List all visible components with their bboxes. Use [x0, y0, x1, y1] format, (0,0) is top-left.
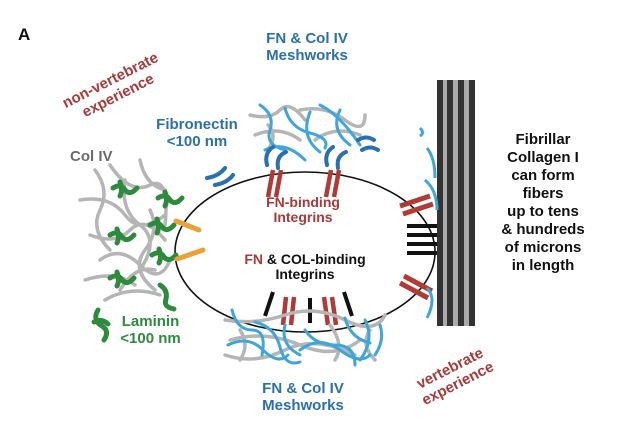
- fibronectin-label: Fibronectin <100 nm: [148, 116, 246, 150]
- bottom-meshwork: [223, 308, 387, 367]
- fibrillar-line-1: Fibrillar: [515, 131, 571, 148]
- laminin-line-2: <100 nm: [120, 329, 181, 347]
- fn-col-binding-line-1: FN & COL-binding: [235, 251, 375, 267]
- fibrillar-line-7: of microns: [504, 239, 582, 256]
- bottom-integrins: [263, 291, 354, 326]
- fibronectin-line-1: Fibronectin: [156, 116, 238, 133]
- fn-binding-integrins-label: FN-binding Integrins: [253, 194, 353, 226]
- fibrillar-line-2: Collagen I: [507, 149, 579, 166]
- laminin-integrins: [173, 218, 206, 262]
- fibrillar-line-4: fibers: [522, 185, 564, 202]
- fibrillar-line-5: up to tens: [507, 203, 579, 220]
- panel-label: A: [18, 25, 31, 44]
- fn-text: FN: [244, 251, 263, 267]
- bottom-meshworks-label: FN & Col IV Meshworks: [253, 380, 353, 414]
- top-meshworks-line-2: Meshworks: [266, 46, 348, 64]
- fibrillar-line-3: can form: [511, 167, 575, 184]
- top-meshworks-line-1: FN & Col IV: [266, 30, 348, 47]
- fn-col-binding-line-2: Integrins: [275, 266, 335, 283]
- top-meshwork: [205, 103, 380, 187]
- top-meshworks-label: FN & Col IV Meshworks: [257, 30, 357, 64]
- col-iv-label: Col IV: [70, 148, 113, 165]
- fibrillar-line-8: in length: [511, 257, 575, 274]
- bottom-meshworks-line-1: FN & Col IV: [262, 380, 344, 397]
- fn-col-binding-integrins-label: FN & COL-binding Integrins: [235, 251, 375, 283]
- fn-binding-line-1: FN-binding: [266, 194, 340, 210]
- laminin-molecules: [91, 179, 185, 343]
- laminin-line-1: Laminin: [121, 313, 180, 330]
- top-fn-integrins: [265, 169, 342, 198]
- fibronectin-line-2: <100 nm: [166, 132, 228, 150]
- fibrillar-collagen-label: Fibrillar Collagen I can form fibers up …: [488, 131, 598, 275]
- right-integrins: [398, 126, 439, 319]
- laminin-label: Laminin <100 nm: [108, 313, 193, 347]
- collagen-fiber: [437, 80, 475, 326]
- col-binding-text: & COL-binding: [263, 251, 366, 267]
- fibrillar-line-6: & hundreds: [501, 221, 585, 238]
- fn-binding-line-2: Integrins: [273, 209, 333, 226]
- bottom-meshworks-line-2: Meshworks: [262, 396, 344, 414]
